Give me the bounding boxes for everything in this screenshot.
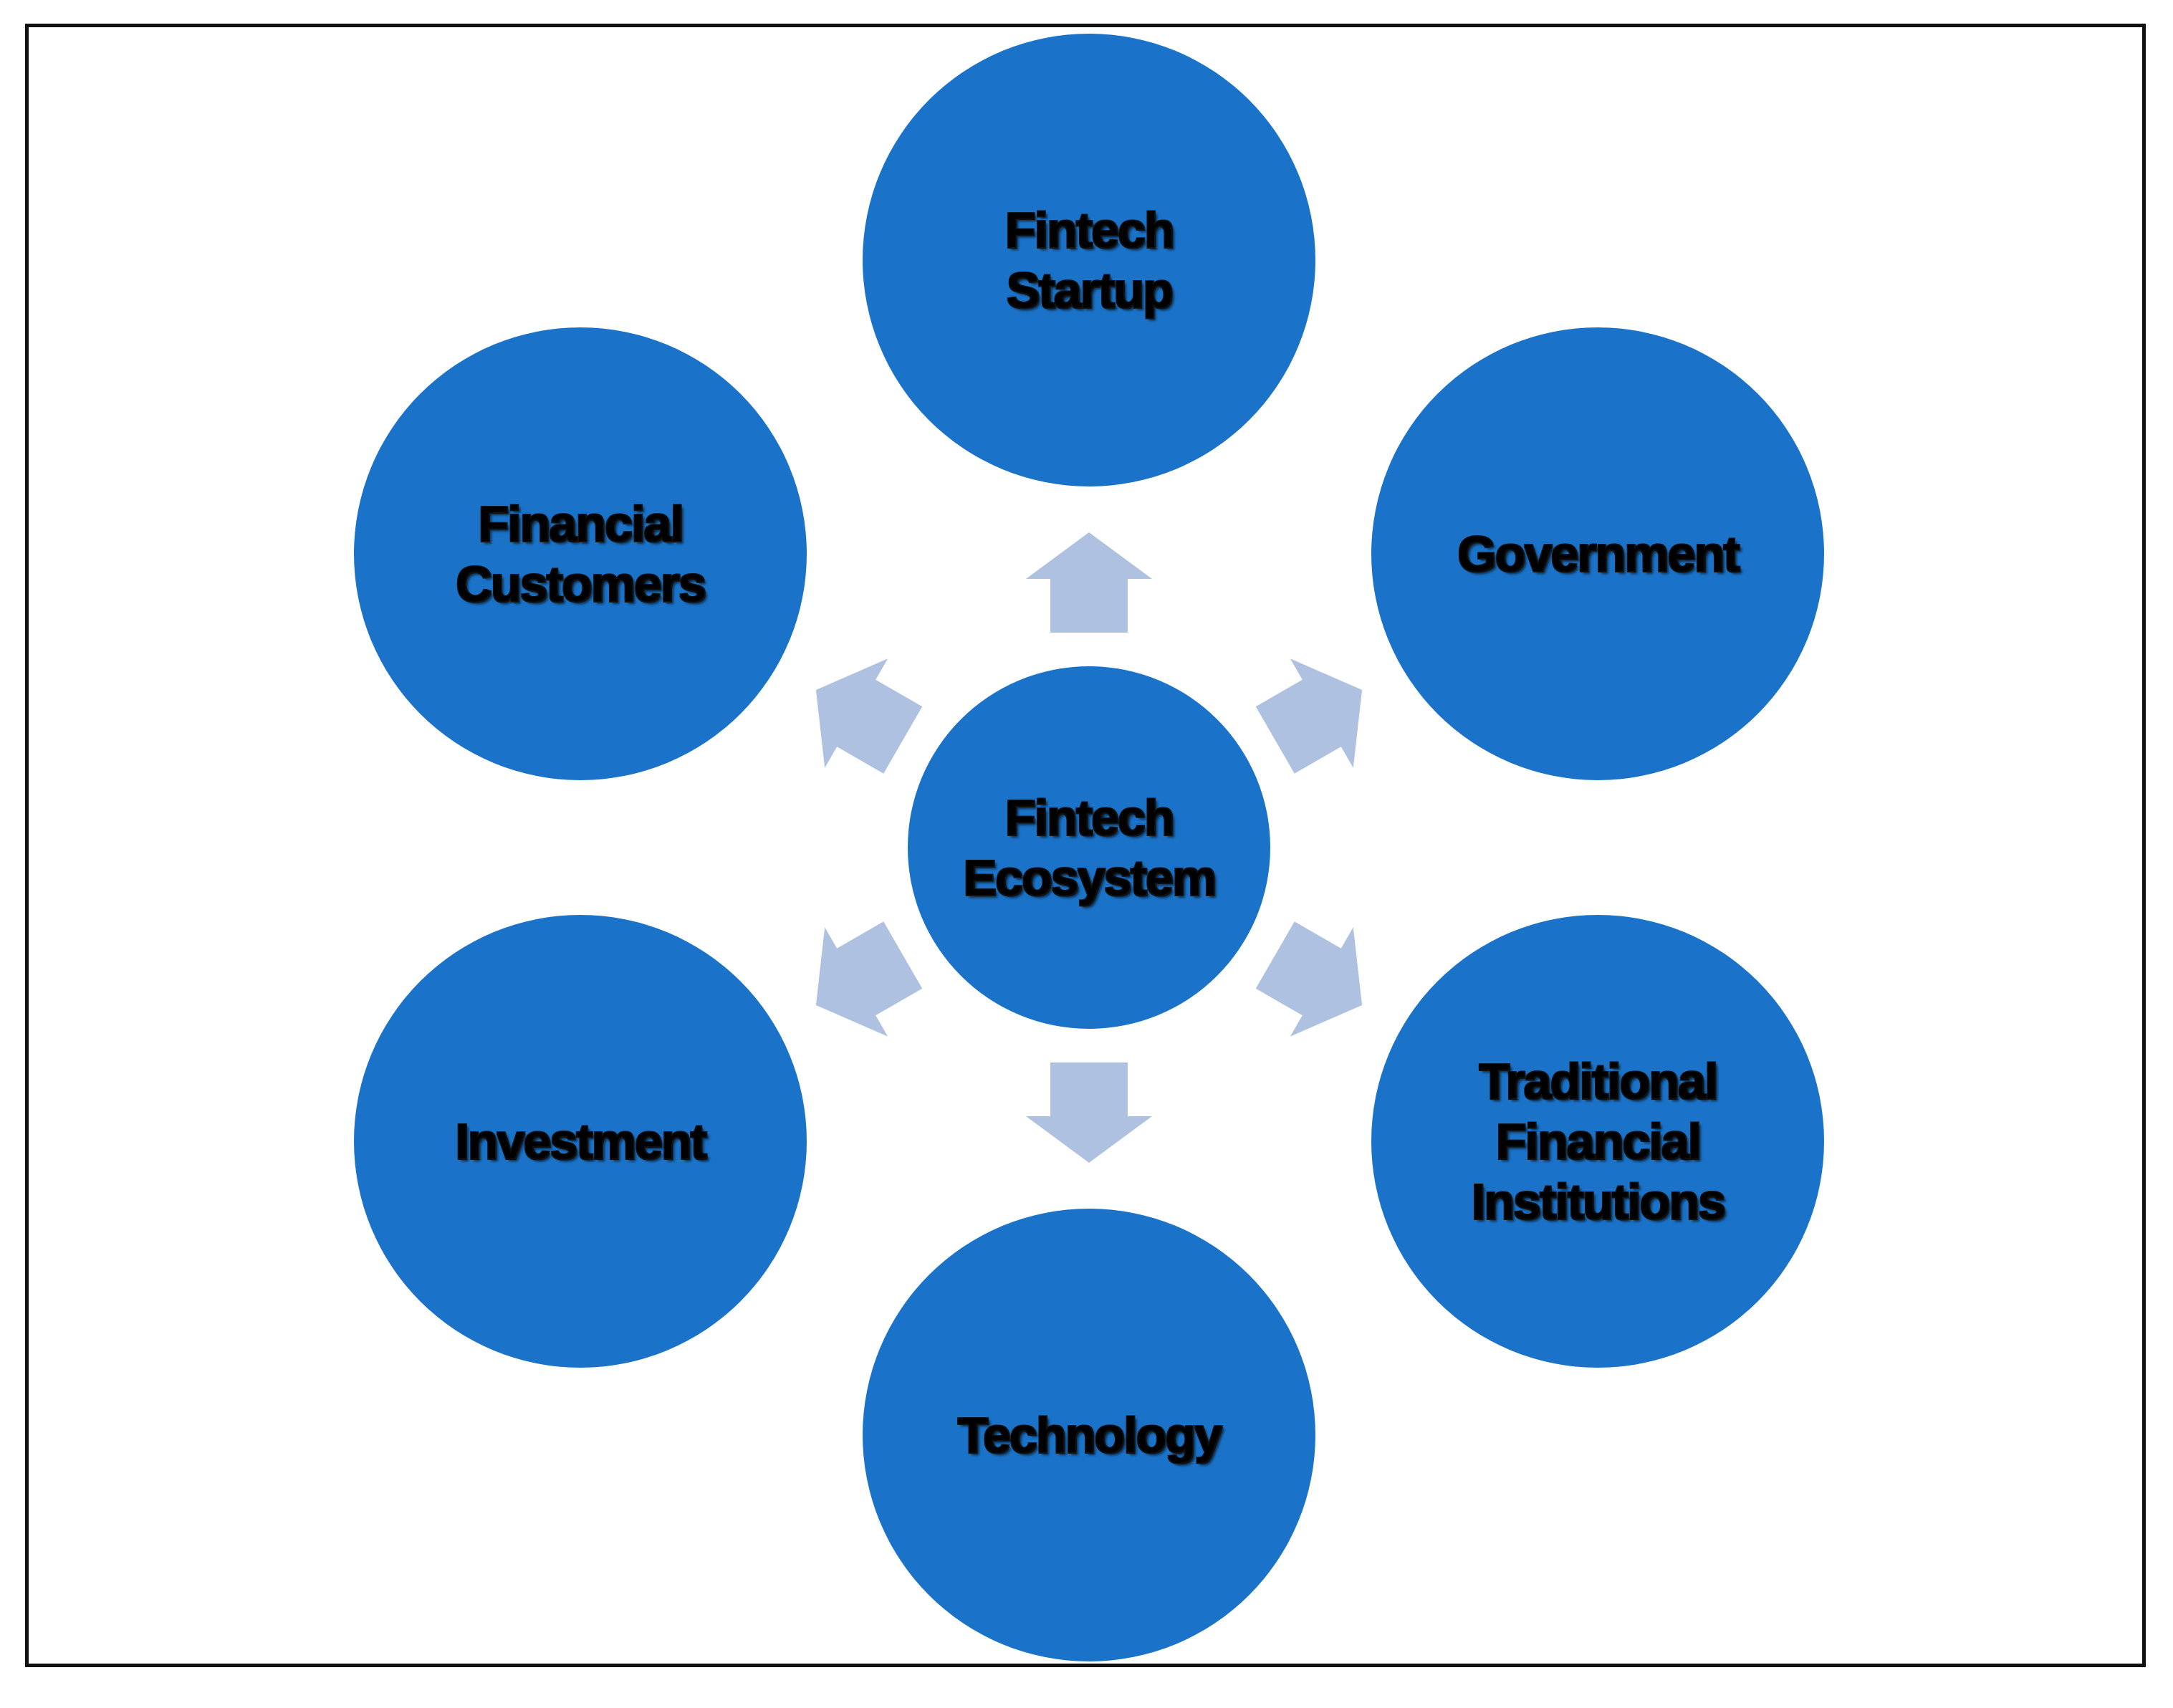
arrow-to-fintech-startup — [1026, 532, 1152, 633]
node-label-investment: Investment — [455, 1113, 707, 1169]
arrow-to-traditional-financial-institutions — [1255, 921, 1363, 1037]
node-fintech-startup: Fintech Startup — [863, 34, 1315, 486]
node-technology: Technology — [863, 1209, 1315, 1661]
arrow-to-government — [1255, 658, 1363, 774]
node-label-technology: Technology — [957, 1407, 1222, 1463]
arrow-to-investment — [815, 921, 923, 1037]
node-investment: Investment — [353, 915, 807, 1368]
node-label-financial-customers: Financial Customers — [456, 496, 706, 612]
node-label-fintech-startup: Fintech Startup — [1004, 202, 1175, 318]
arrow-to-financial-customers — [815, 658, 923, 774]
node-label-traditional-financial-institutions: Traditional Financial Institutions — [1471, 1053, 1726, 1229]
node-label-government: Government — [1457, 526, 1740, 582]
node-traditional-financial-institutions: Traditional Financial Institutions — [1371, 915, 1825, 1368]
node-financial-customers: Financial Customers — [353, 327, 807, 780]
node-label-fintech-ecosystem: Fintech Ecosystem — [963, 790, 1217, 906]
node-fintech-ecosystem: Fintech Ecosystem — [908, 666, 1270, 1029]
arrow-to-technology — [1026, 1062, 1152, 1163]
node-government: Government — [1371, 327, 1825, 780]
